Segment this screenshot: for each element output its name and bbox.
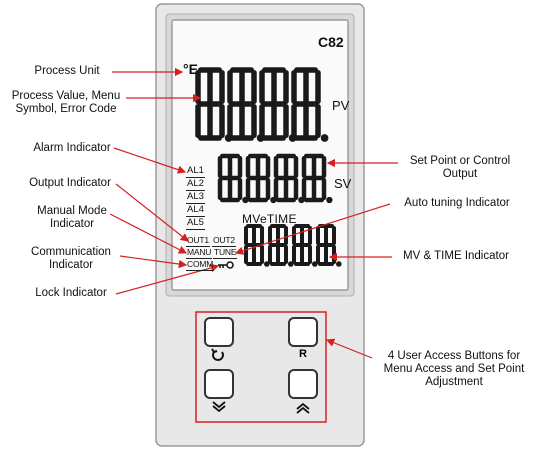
pv-label: PV: [332, 98, 350, 113]
callout-output: Output Indicator: [29, 177, 111, 189]
callout-communication: Communication Indicator: [31, 246, 111, 271]
sv-label: SV: [334, 176, 352, 191]
sv-digits: [217, 153, 333, 204]
manu-label: MANU: [186, 247, 213, 259]
comm-label: COMM: [186, 259, 215, 271]
key-icon: [218, 261, 234, 269]
arrow-manual-mode: [109, 213, 188, 254]
double-chevron-down-icon: [212, 401, 226, 413]
callout-user-buttons: 4 User Access Buttons for Menu Access an…: [383, 350, 525, 388]
menu-button: [204, 317, 234, 347]
callout-process-unit: Process Unit: [34, 65, 100, 77]
callout-manual-mode: Manual Mode Indicator: [37, 205, 107, 230]
callout-process-value: Process Value, Menu Symbol, Error Code: [11, 90, 121, 115]
callout-mv-time: MV & TIME Indicator: [403, 250, 509, 262]
alarm-label-1: AL1: [186, 165, 205, 178]
callout-set-point: Set Point or Control Output: [409, 155, 511, 180]
sv-digit-1: [217, 153, 249, 204]
tune-label: TUNE: [213, 247, 238, 259]
mv-digit-2: [268, 224, 294, 267]
callout-lock: Lock Indicator: [35, 287, 107, 299]
mv-digit-3: [292, 224, 318, 267]
reset-button: [288, 317, 318, 347]
alarm-label-4: AL4: [186, 204, 205, 217]
up-button: [288, 369, 318, 399]
pv-digit-4: [291, 67, 329, 142]
reset-r-icon: R: [299, 348, 307, 360]
double-chevron-up-icon: [296, 402, 310, 414]
alarm-label-3: AL3: [186, 191, 205, 204]
arrow-user-buttons: [325, 338, 373, 359]
pv-digit-1: [195, 67, 233, 142]
arrow-alarm: [113, 147, 187, 174]
sv-digit-2: [245, 153, 277, 204]
model-label: C82: [318, 34, 344, 50]
down-button: [204, 369, 234, 399]
keypad-frame: [195, 311, 327, 423]
sv-digit-4: [301, 153, 333, 204]
arrow-auto-tuning: [234, 203, 391, 255]
alarm-label-5: AL5: [186, 217, 205, 230]
alarm-label-2: AL2: [186, 178, 205, 191]
process-unit-symbol: °E: [183, 61, 198, 77]
arrow-communication: [119, 255, 188, 269]
mv-time-label: MVeTIME: [242, 212, 297, 226]
sv-digit-3: [273, 153, 305, 204]
callout-auto-tuning: Auto tuning Indicator: [404, 197, 510, 209]
out2-label: OUT2: [212, 235, 236, 247]
pv-digit-3: [259, 67, 297, 142]
mv-digits: [244, 224, 342, 267]
pv-digit-2: [227, 67, 265, 142]
cycle-arrow-icon: [212, 351, 224, 361]
out1-label: OUT1: [186, 235, 210, 247]
arrow-output: [115, 183, 189, 242]
pv-digits: [195, 67, 329, 142]
callout-alarm: Alarm Indicator: [33, 142, 111, 154]
